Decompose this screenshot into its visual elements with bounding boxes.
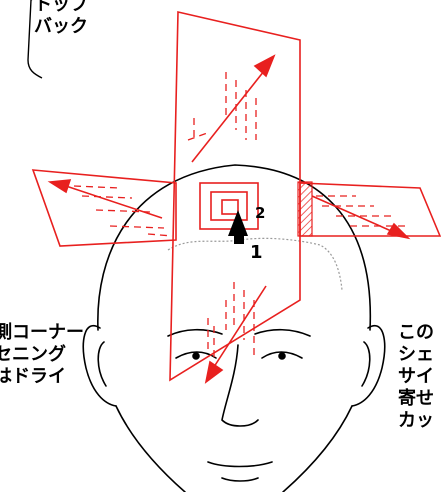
guide-lines (73, 72, 408, 360)
left-horizontal-panel (31, 169, 177, 247)
arrow-head-upper (253, 54, 276, 78)
right-horizontal-panel (299, 182, 441, 237)
arrow-head-right (386, 222, 411, 240)
head-outline (82, 164, 386, 492)
marker-two: 2 (255, 204, 265, 222)
marker-one: 1 (250, 242, 263, 263)
center-vertical-panel (169, 11, 301, 382)
hairline (167, 237, 343, 291)
left-corner-label: 側コーナー セニング はドライ (0, 322, 84, 387)
hatched-band (297, 181, 313, 237)
top-back-label: トップ バック (34, 0, 88, 37)
right-side-label: この シェ サイ 寄せ カッ (398, 322, 434, 431)
crown-squares (199, 182, 259, 230)
up-arrow-icon (228, 210, 248, 244)
arrow-head-left (47, 179, 72, 194)
arrow-head-lower (204, 360, 224, 384)
direction-arrows (47, 54, 411, 384)
label-bracket (27, 0, 43, 79)
